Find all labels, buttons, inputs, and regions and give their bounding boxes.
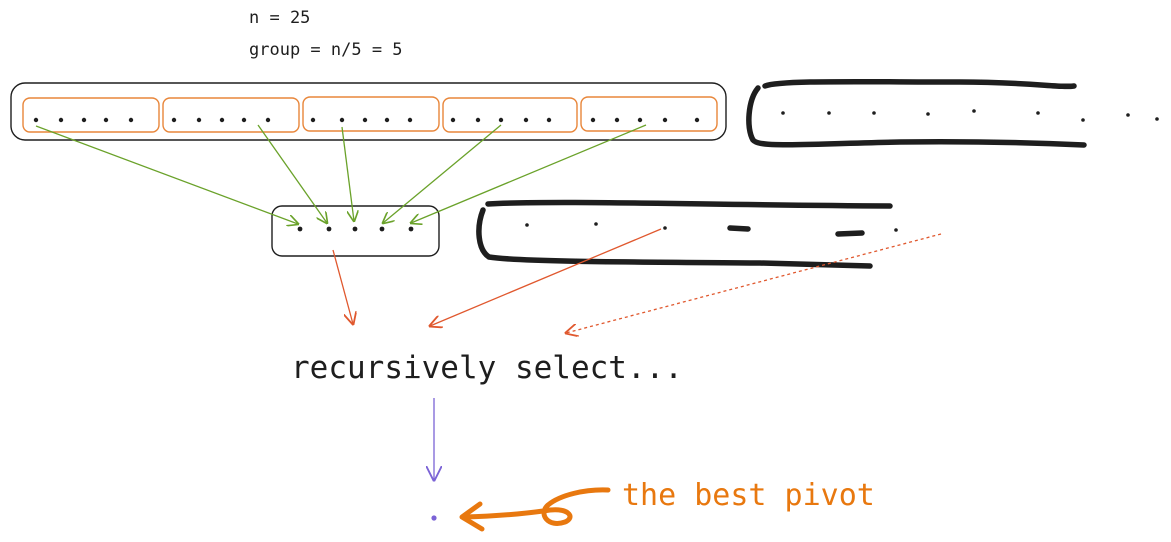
item-dot — [58, 117, 64, 123]
median-arrow — [411, 124, 647, 223]
item-dot — [241, 117, 247, 123]
item-dot — [872, 111, 876, 115]
item-dot — [523, 117, 529, 123]
median-dots — [297, 226, 414, 232]
group-annotation: group = n/5 = 5 — [249, 40, 403, 60]
recursion-arrow — [332, 249, 353, 324]
item-dot — [525, 223, 529, 227]
item-dot — [81, 117, 87, 123]
median-dot — [408, 226, 414, 232]
median-dot — [352, 226, 358, 232]
group-box-4 — [442, 97, 578, 133]
item-dot — [590, 117, 596, 123]
item-dot — [637, 117, 643, 123]
item-dot — [339, 117, 345, 123]
recursion-arrows — [332, 228, 942, 333]
item-dot — [171, 117, 177, 123]
item-dot — [362, 117, 368, 123]
median-arrow — [35, 125, 298, 224]
n-annotation: n = 25 — [249, 8, 311, 28]
item-dot — [926, 112, 930, 116]
item-dot — [1126, 113, 1130, 117]
top-row-dots — [33, 117, 700, 123]
median-arrow — [257, 124, 327, 223]
item-dot — [663, 226, 667, 230]
item-dot — [594, 222, 598, 226]
median-arrow — [383, 124, 502, 223]
item-dot — [498, 117, 504, 123]
item-dot — [219, 117, 225, 123]
item-dot — [662, 117, 668, 123]
medians-box — [271, 205, 440, 257]
item-dot — [196, 117, 202, 123]
group-box-1 — [22, 97, 160, 133]
item-dot — [827, 111, 831, 115]
group-boxes — [22, 96, 718, 133]
recursion-arrow-dotted — [566, 233, 942, 333]
item-dot — [1155, 117, 1159, 121]
pivot-label: the best pivot — [622, 478, 875, 513]
recursion-caption: recursively select... — [291, 350, 683, 386]
item-dot — [972, 109, 976, 113]
median-arrows — [35, 124, 647, 224]
group-box-3 — [302, 96, 440, 132]
item-dot — [310, 117, 316, 123]
item-dot — [384, 117, 390, 123]
item-dot — [781, 111, 785, 115]
item-dot — [614, 117, 620, 123]
median-arrow — [341, 126, 354, 221]
recursion-arrow — [430, 228, 662, 326]
pivot-dot — [431, 515, 437, 521]
item-dot — [103, 117, 109, 123]
continuation-top — [746, 78, 1159, 148]
median-dot — [326, 226, 332, 232]
item-dot — [475, 117, 481, 123]
continuation-medians — [476, 199, 898, 269]
group-box-2 — [162, 97, 300, 133]
group-box-5 — [580, 96, 718, 132]
item-dot — [450, 117, 456, 123]
item-dot — [894, 228, 898, 232]
item-dot — [33, 117, 39, 123]
median-dot — [297, 226, 303, 232]
pivot-pointer-arrow — [459, 487, 611, 532]
item-dot — [407, 117, 413, 123]
item-dot — [1081, 118, 1085, 122]
array-outline — [10, 82, 727, 141]
item-dot — [1036, 111, 1040, 115]
item-dot — [265, 117, 271, 123]
median-dot — [379, 226, 385, 232]
item-dot — [128, 117, 134, 123]
item-dot — [546, 117, 552, 123]
item-dot — [694, 117, 700, 123]
